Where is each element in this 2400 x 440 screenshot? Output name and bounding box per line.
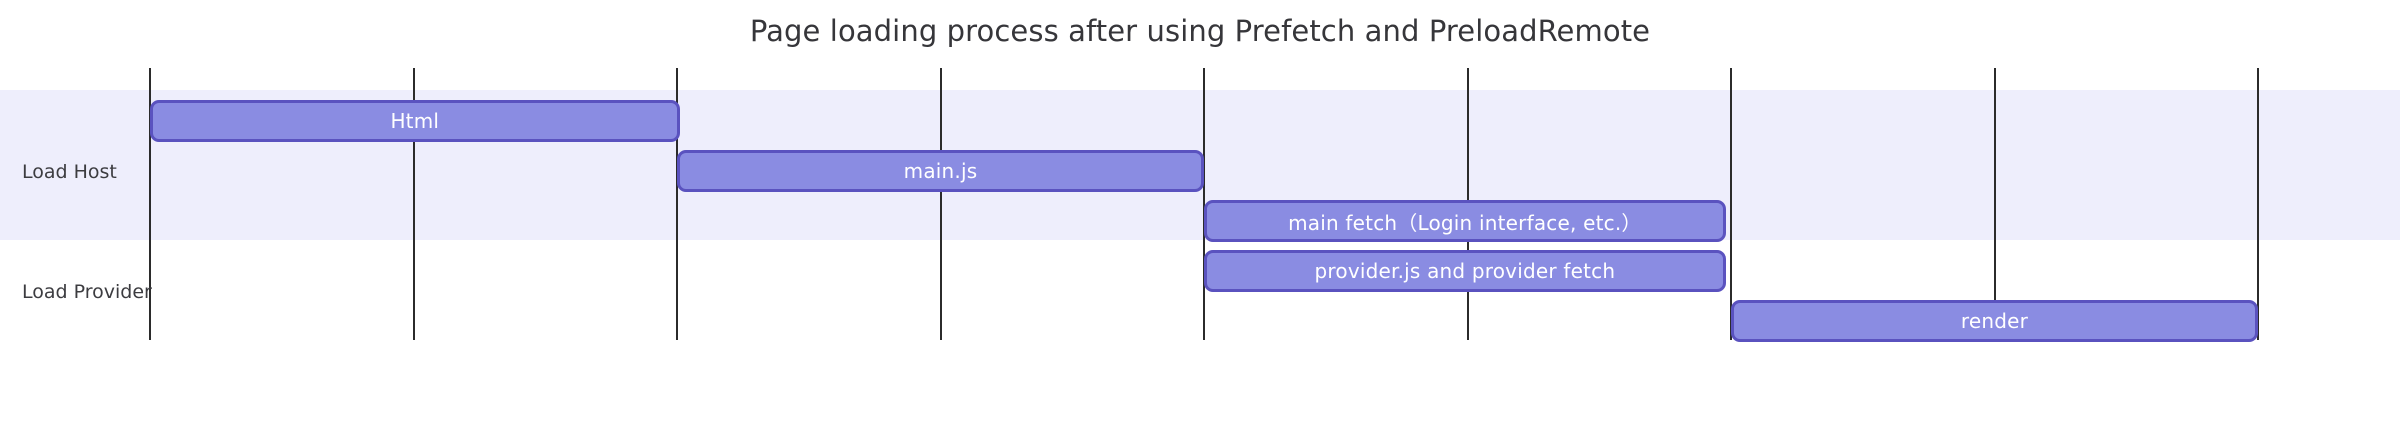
gantt-bar[interactable]: main fetch（Login interface, etc.） (1204, 200, 1726, 242)
plot-area: Html main.js main fetch（Login interface, e… (0, 68, 2400, 342)
grid-line (676, 68, 678, 340)
grid-line (1993, 68, 1996, 340)
gantt-bar[interactable]: provider.js and provider fetch (1204, 250, 1726, 292)
chart-title: Page loading process after using Prefetc… (749, 14, 1651, 48)
grid-line (149, 68, 151, 340)
grid-line (2257, 68, 2259, 340)
gantt-bar-label: Html (390, 109, 440, 133)
grid-line (412, 68, 415, 340)
category-label-load-provider: Load Provider (22, 281, 152, 303)
gantt-bar[interactable]: main.js (677, 150, 1204, 192)
gantt-bar-label: main.js (903, 159, 978, 183)
gantt-bar-label: main fetch（Login interface, etc.） (1288, 210, 1642, 235)
gantt-bar[interactable]: Html (150, 100, 680, 142)
gantt-bar-label: render (1960, 309, 2029, 333)
grid-line (1730, 68, 1732, 340)
gantt-bar-label: provider.js and provider fetch (1314, 259, 1616, 283)
category-label-load-host: Load Host (22, 161, 117, 183)
gantt-bar[interactable]: render (1731, 300, 2258, 342)
grid-line (939, 68, 942, 340)
